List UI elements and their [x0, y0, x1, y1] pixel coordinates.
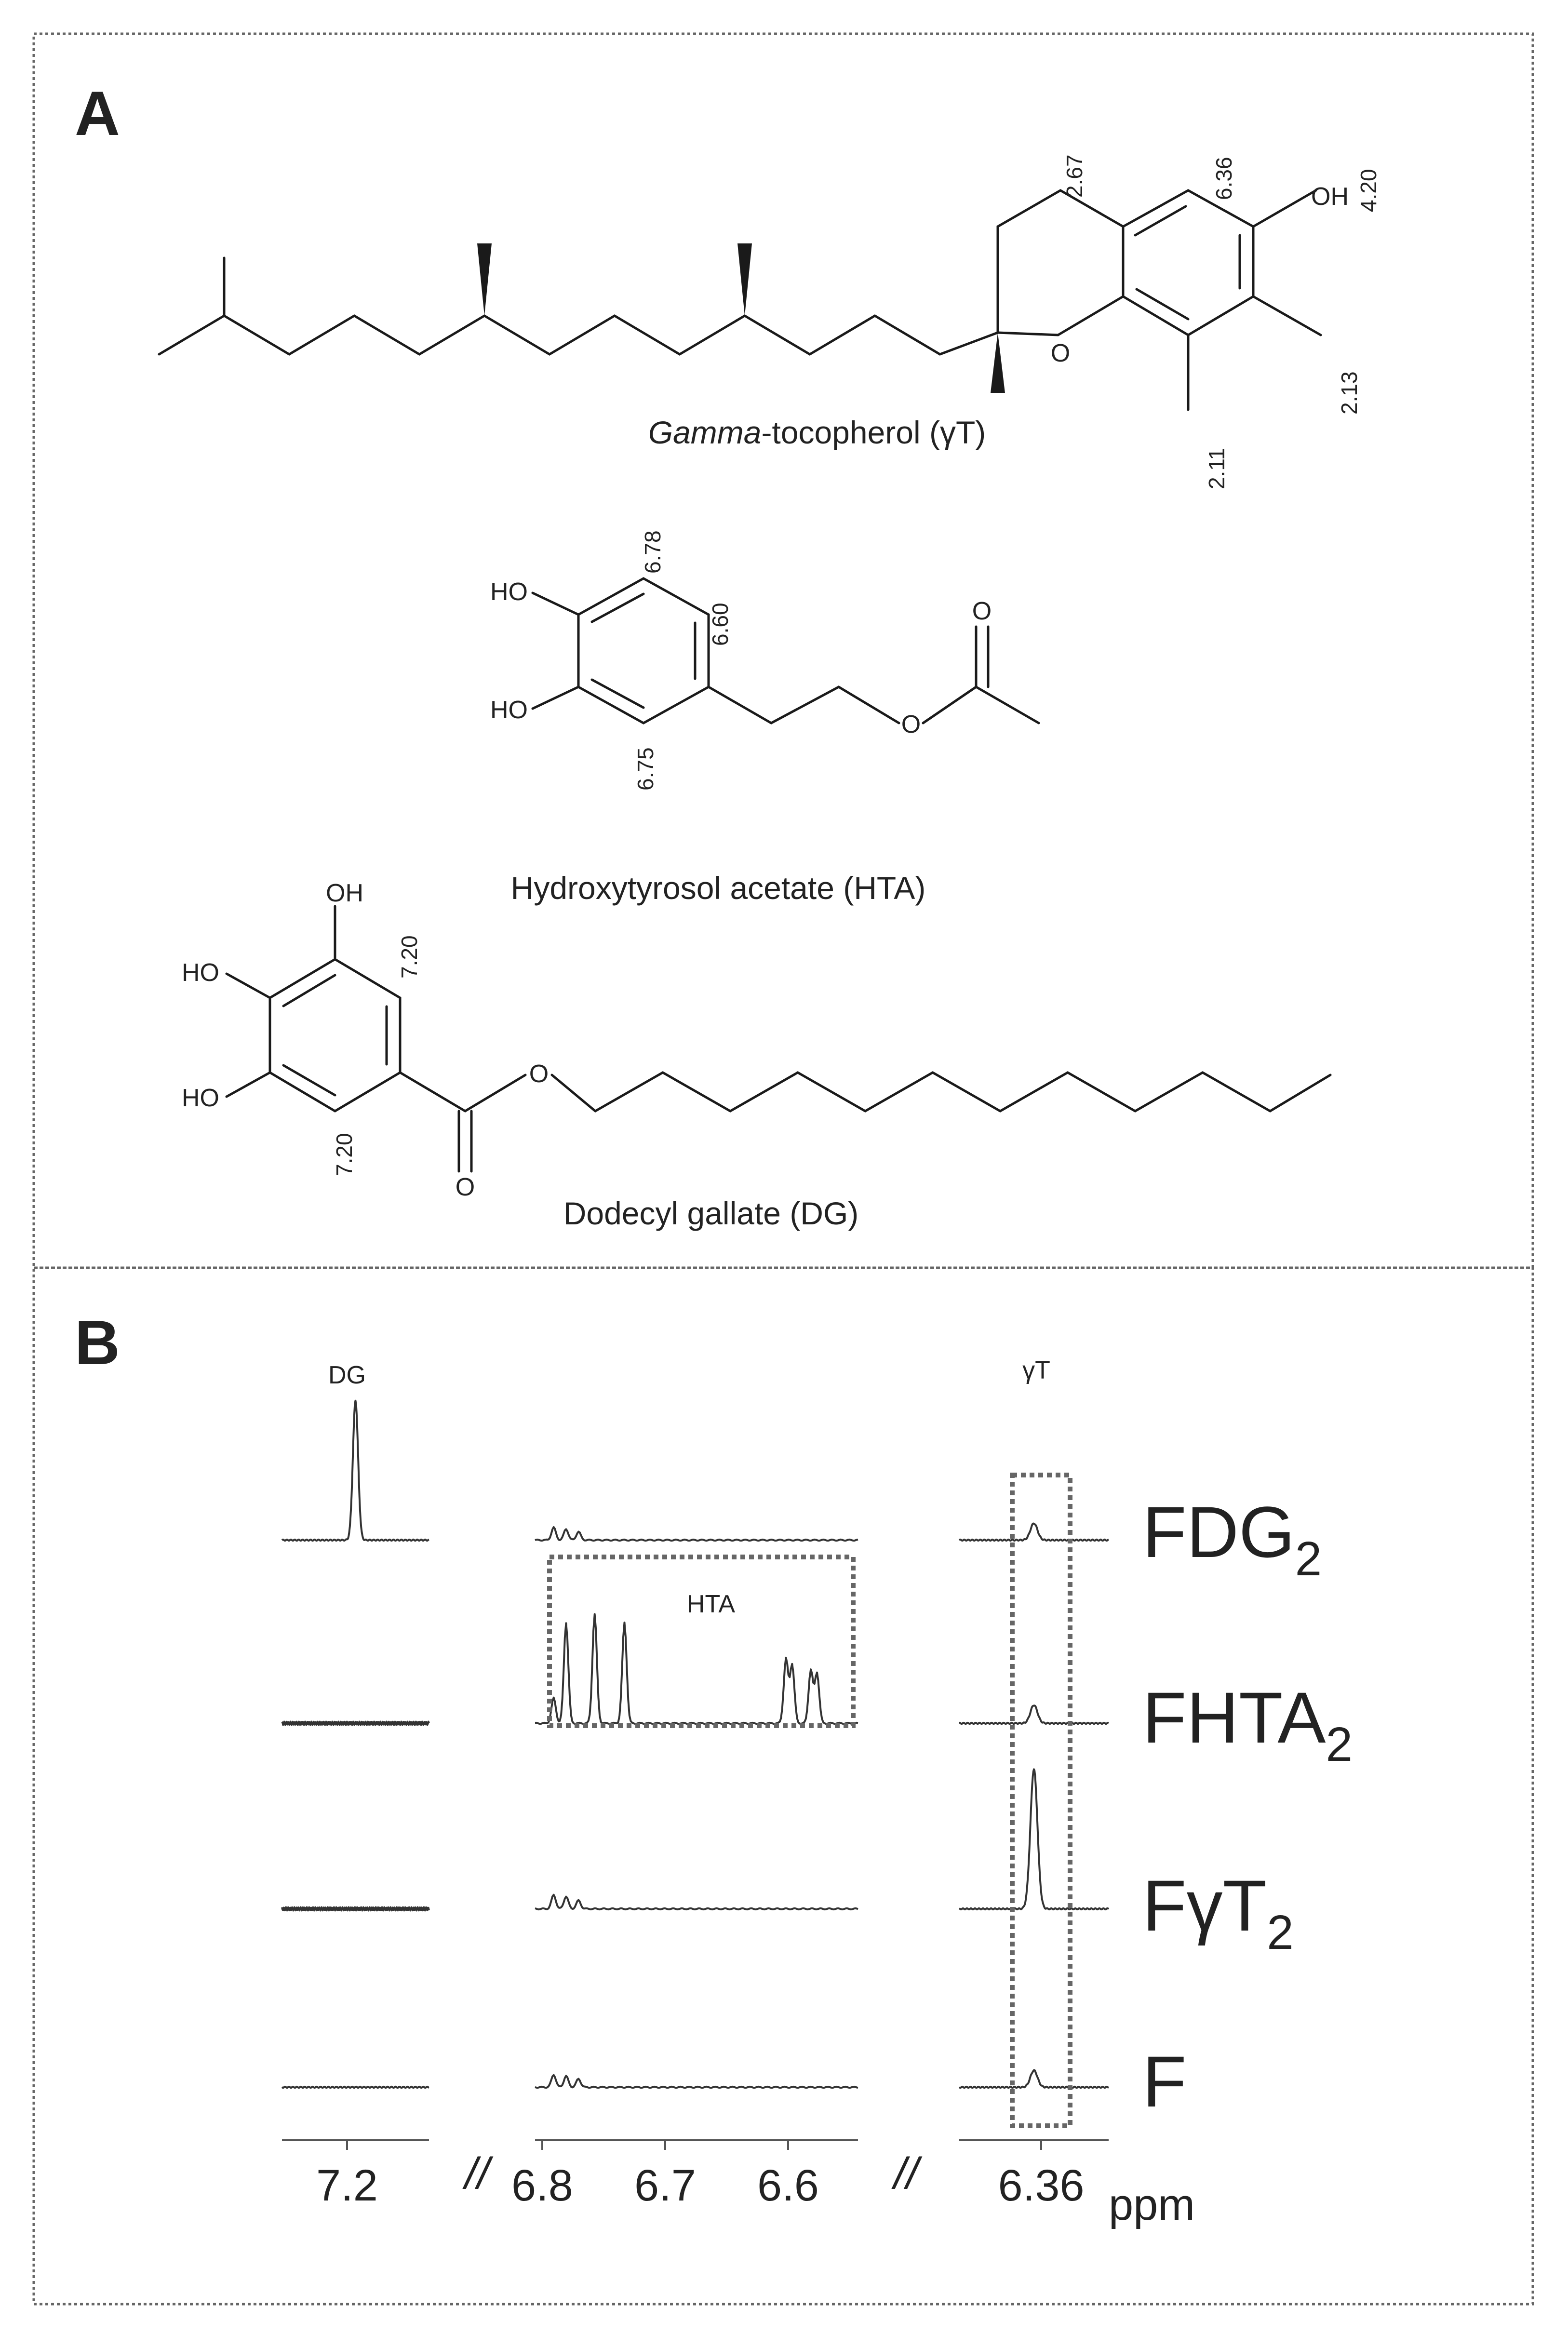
spectrum-fdg2-gt: [958, 1522, 1109, 1542]
row-label-f: F: [1142, 2041, 1187, 2122]
gamma-t-peak-label: γT: [1022, 1356, 1050, 1384]
hta-acetyl: [922, 685, 1040, 725]
panel-a-frame: [32, 32, 1534, 1269]
hta-ho-bottom: HO: [490, 696, 528, 724]
axis-break-1: //: [462, 2149, 494, 2198]
dg-double-1: [282, 974, 336, 1007]
aromatic-double-1: [1134, 205, 1187, 237]
ring-oxygen-label: O: [1051, 339, 1070, 367]
wedge-bond-1: [477, 243, 492, 316]
dg-ho-mid-bond: [225, 972, 271, 999]
shift-6-36: 6.36: [1211, 157, 1236, 200]
hta-oh-bottom-bond: [531, 685, 580, 710]
phytyl-chain-bonds: [158, 314, 999, 356]
dg-double-3: [282, 1064, 336, 1097]
dg-ester-o: O: [529, 1060, 549, 1088]
dg-peak-label: DG: [328, 1361, 366, 1389]
nmr-spectra: [281, 1399, 1110, 2089]
spectrum-fγt2-gt: [958, 1768, 1110, 1911]
shift-2-13: 2.13: [1337, 371, 1362, 415]
spectrum-fhta2-dg: [281, 1720, 430, 1726]
dg-ester-bonds: [399, 1071, 527, 1113]
shift-2-67: 2.67: [1062, 154, 1087, 198]
row-label-fhta2: FHTA2: [1142, 1677, 1353, 1771]
aromatic-ring-bonds: [1122, 189, 1255, 336]
hydroxyl-label: OH: [1311, 183, 1349, 211]
shift-6-60: 6.60: [708, 603, 733, 646]
hta-oh-top-bond: [531, 591, 580, 616]
chroman-ring-bonds: [996, 189, 1125, 336]
dg-ho-bottom-bond: [225, 1071, 271, 1098]
tick-label-7-2: 7.2: [316, 2161, 378, 2210]
dg-name: Dodecyl gallate (DG): [563, 1195, 859, 1231]
hta-highlight-box: [547, 1555, 856, 1728]
ring-o-mask: [1046, 337, 1075, 366]
shift-4-20: 4.20: [1356, 169, 1381, 212]
spectrum-fγt2-dg: [281, 1906, 430, 1912]
dg-ho-mid: HO: [182, 959, 219, 987]
dg-carbonyl-o: O: [456, 1173, 475, 1201]
hta-double-3: [590, 678, 645, 709]
panel-b-frame: [32, 1266, 1534, 2306]
hta-ho-top: HO: [490, 578, 528, 606]
gamma-tocopherol-name: Gamma-tocopherol (γT): [648, 415, 986, 450]
dg-ring-bonds: [268, 958, 402, 1113]
spectrum-f-dg: [281, 2085, 429, 2089]
shift-6-75: 6.75: [633, 747, 658, 791]
panel-b-label: B: [75, 1307, 120, 1378]
tick-label-6-6: 6.6: [757, 2161, 819, 2210]
hta-ring-bonds: [577, 577, 710, 725]
tick-label-6-36: 6.36: [998, 2161, 1084, 2210]
tick-label-6-7: 6.7: [634, 2161, 696, 2210]
shift-7-20-top: 7.20: [397, 935, 422, 979]
dg-ho-bottom: HO: [182, 1084, 219, 1112]
wedge-bond-3: [991, 333, 1005, 393]
hta-double-1: [590, 592, 645, 623]
spectrum-f-hta: [535, 2074, 858, 2089]
methyl-7-bond: [1252, 295, 1322, 336]
row-label-fgt2: FγT2: [1142, 1865, 1294, 1959]
tick-label-6-8: 6.8: [511, 2161, 573, 2210]
spectrum-fγt2-hta: [535, 1893, 858, 1911]
dg-oh-top: OH: [326, 879, 363, 907]
hta-carbonyl-o: O: [972, 597, 992, 625]
axis-break-2: //: [891, 2149, 923, 2198]
ppm-axes: [282, 2139, 1109, 2150]
wedge-bond-2: [737, 243, 752, 316]
dg-structure: [225, 905, 1332, 1173]
spectrum-fhta2-gt: [959, 1704, 1109, 1725]
gamma-tocopherol-structure: [158, 189, 1322, 411]
axis-unit-ppm: ppm: [1109, 2180, 1195, 2229]
spectrum-fdg2-hta: [535, 1526, 858, 1542]
gamma-t-highlight-box: [1010, 1473, 1072, 2128]
spectrum-f-gt: [958, 2069, 1109, 2089]
shift-6-78: 6.78: [640, 530, 665, 574]
spectrum-fdg2-dg: [281, 1399, 429, 1542]
hta-peak-label: HTA: [687, 1590, 735, 1618]
panel-a-label: A: [75, 78, 120, 148]
hta-structure: [531, 577, 1040, 725]
shift-2-11: 2.11: [1204, 448, 1229, 489]
dg-dodecyl-chain: [550, 1071, 1332, 1113]
spectrum-fhta2-hta: [535, 1613, 858, 1725]
aromatic-double-3: [1135, 288, 1190, 321]
oh-bond: [1252, 189, 1317, 228]
row-label-fdg2: FDG2: [1142, 1491, 1322, 1586]
hta-side-chain: [707, 685, 900, 725]
hta-ester-o: O: [901, 711, 921, 738]
hta-name: Hydroxytyrosol acetate (HTA): [511, 870, 926, 906]
shift-7-20-bottom: 7.20: [332, 1133, 357, 1176]
